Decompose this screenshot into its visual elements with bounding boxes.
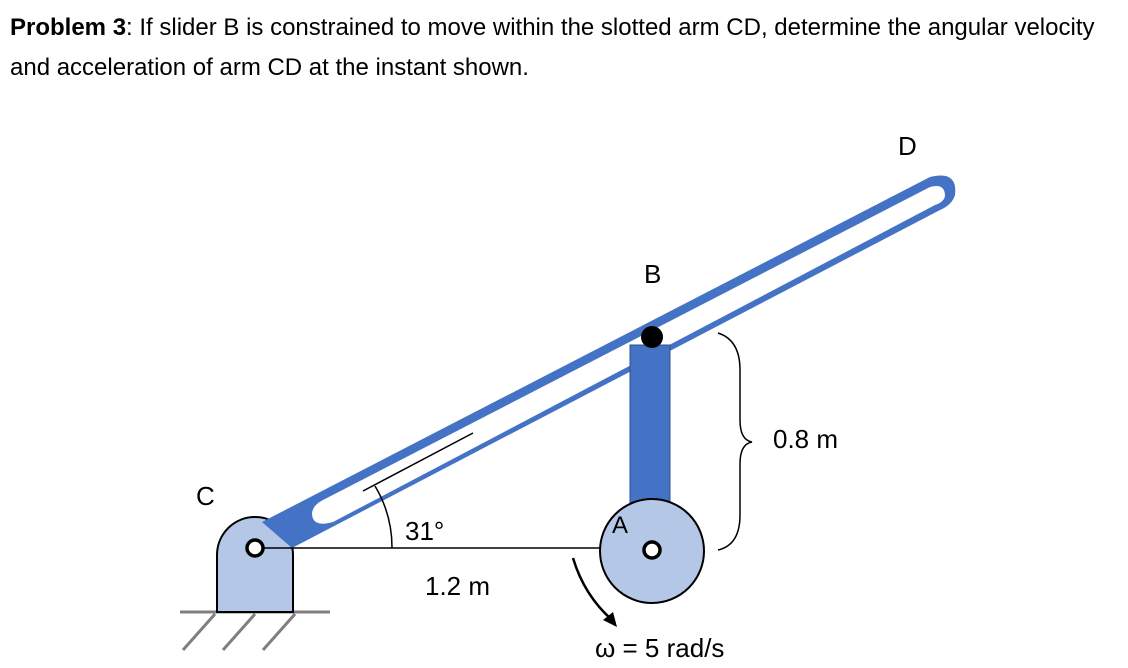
label-d: D — [898, 131, 917, 161]
pin-a — [642, 540, 662, 560]
label-a: A — [612, 512, 628, 539]
slotted-arm-cd — [262, 175, 956, 548]
link-ab — [629, 344, 671, 506]
problem-text: : If slider B is constrained to move wit… — [10, 14, 1095, 81]
angular-velocity-label: ω = 5 rad/s — [595, 633, 724, 663]
slider-b — [641, 326, 663, 348]
problem-label: Problem 3 — [10, 14, 127, 41]
horizontal-distance-label: 1.2 m — [425, 571, 490, 601]
angle-label: 31° — [405, 516, 444, 546]
rotation-arrow — [571, 557, 613, 621]
problem-statement: Problem 3: If slider B is constrained to… — [10, 8, 1120, 88]
vertical-distance-label: 0.8 m — [773, 424, 838, 454]
dimension-brace — [717, 332, 753, 551]
angle-arc — [374, 485, 393, 549]
arm-extension-line — [362, 432, 474, 492]
label-b: B — [644, 259, 661, 289]
label-c: C — [196, 481, 215, 511]
pin-c — [245, 538, 265, 558]
ground-support — [180, 610, 330, 651]
arrowhead — [603, 612, 617, 627]
